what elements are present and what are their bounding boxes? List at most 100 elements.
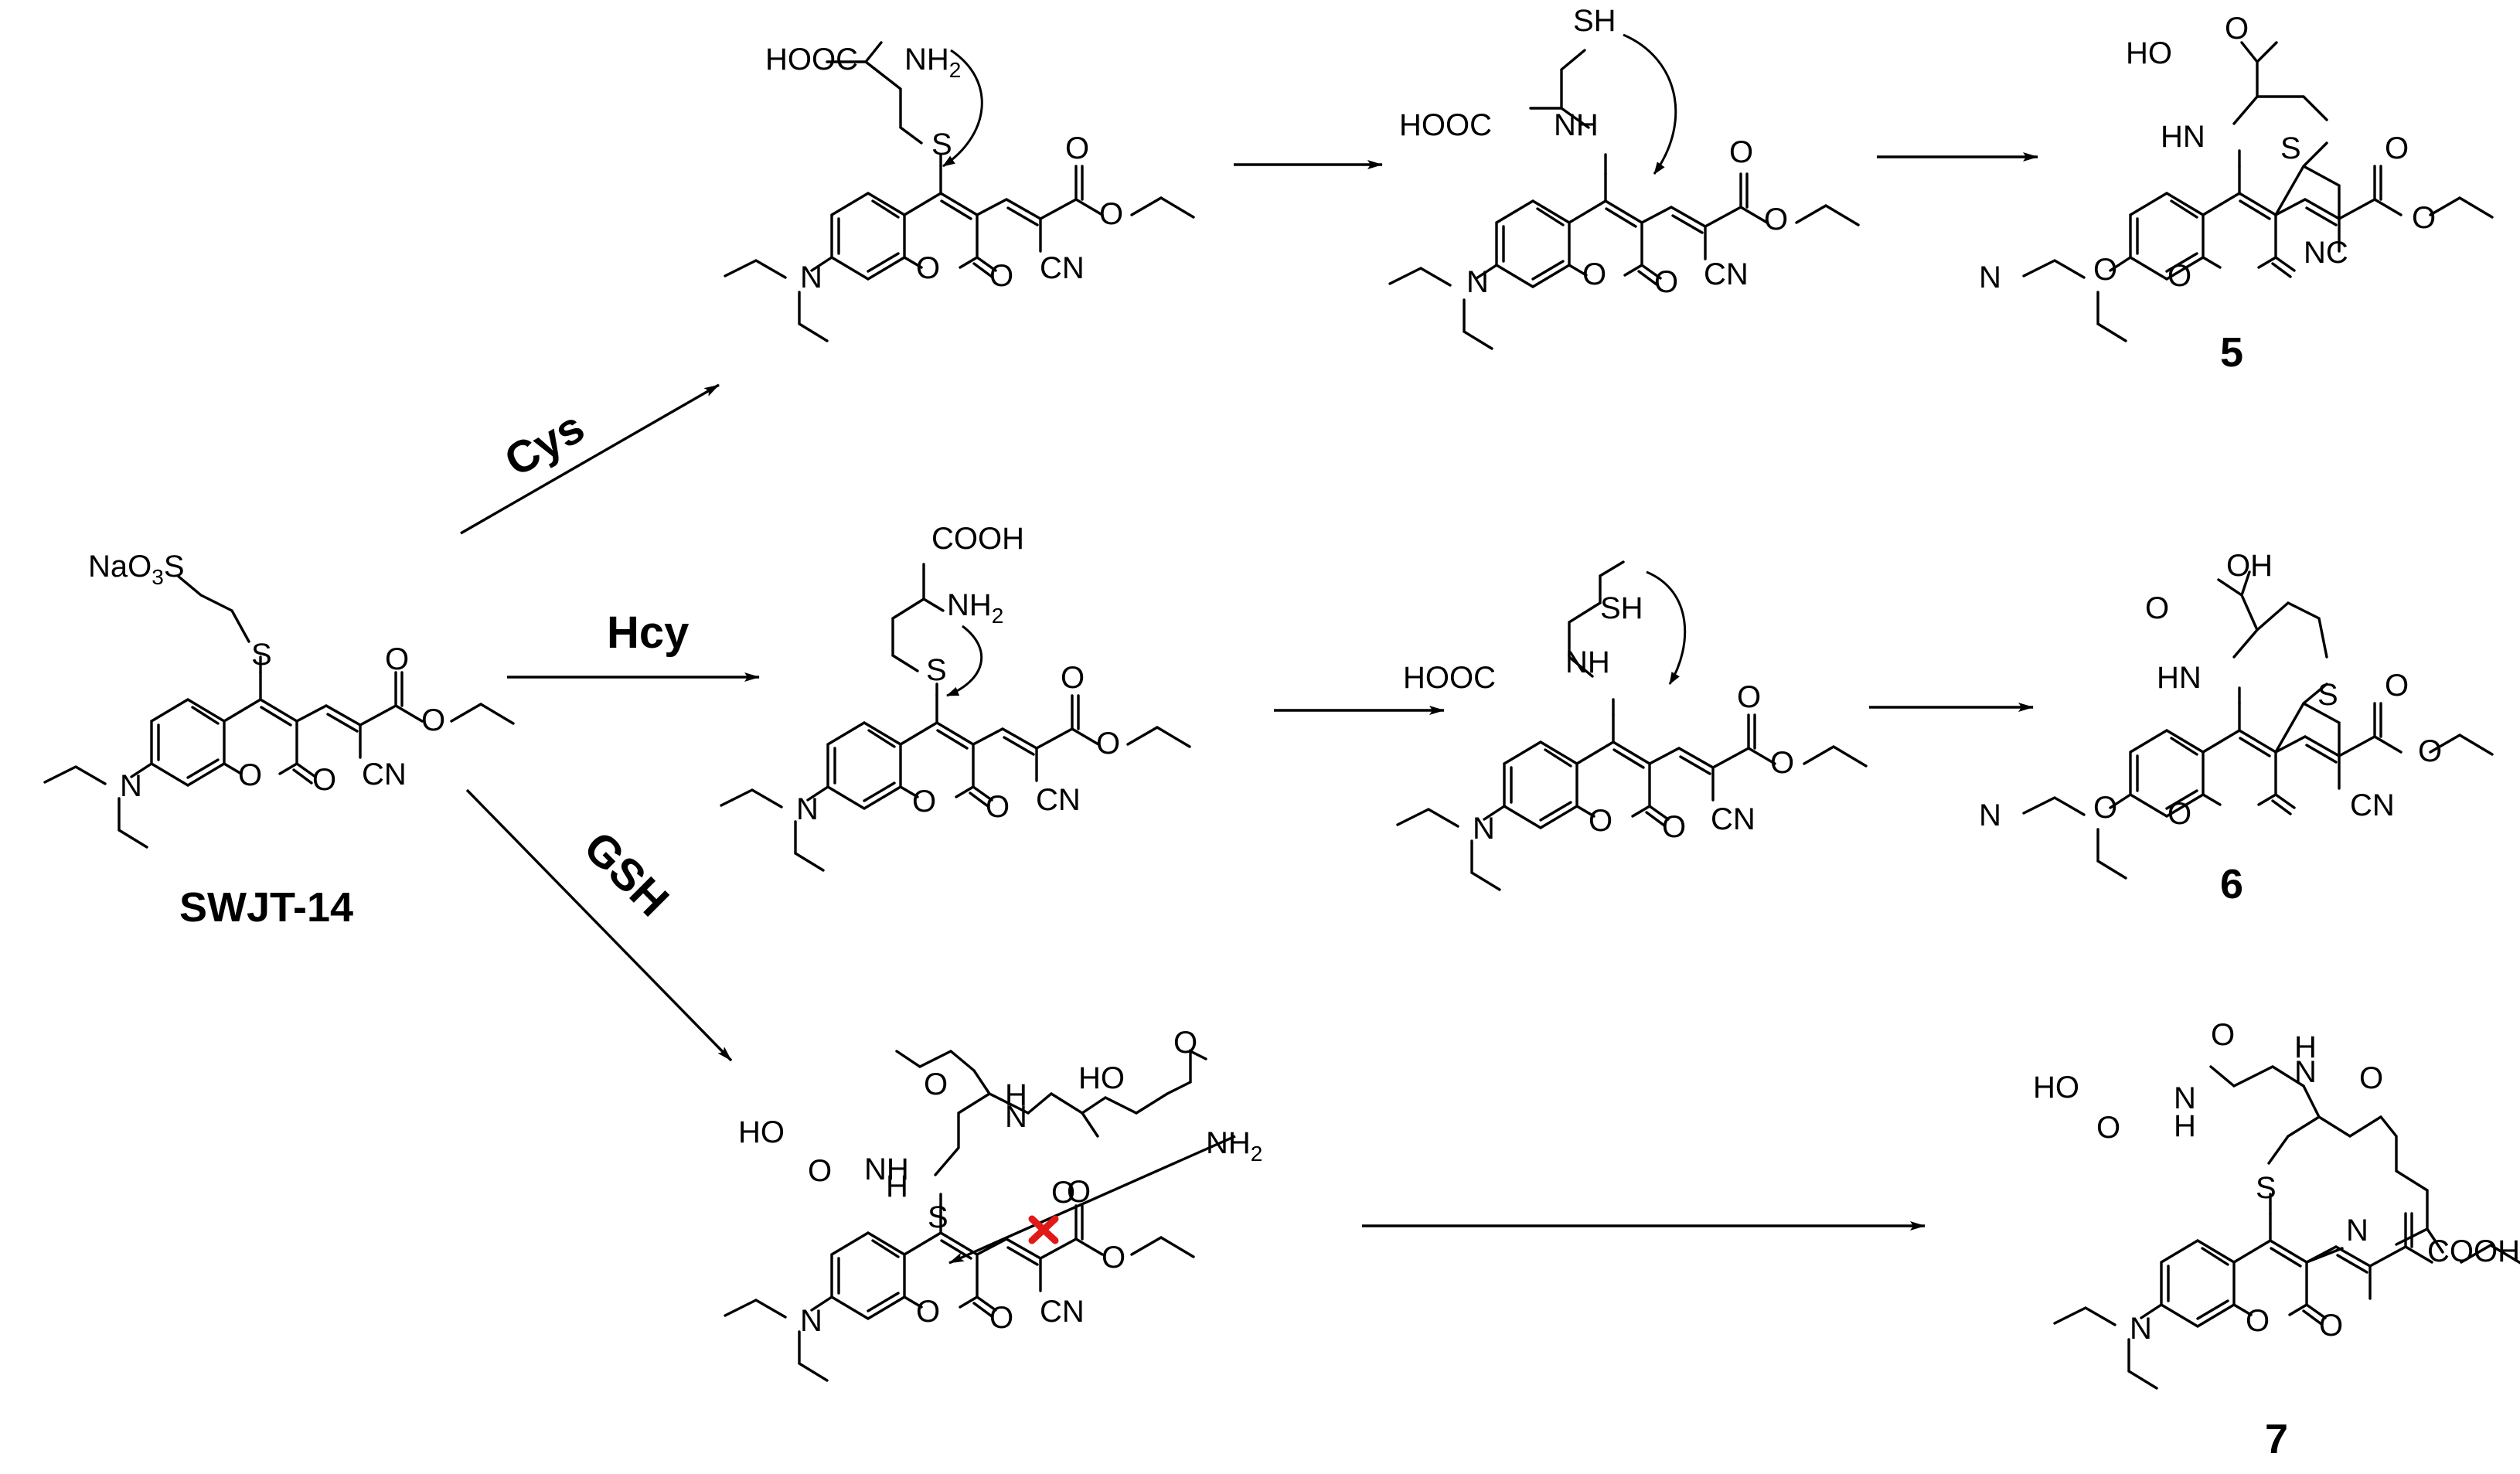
- atom-label: O: [916, 1295, 940, 1329]
- atom-label: O: [2225, 12, 2249, 46]
- atom-label: O: [2096, 1111, 2120, 1145]
- atom-label: O: [1099, 197, 1123, 231]
- atom-label: S: [926, 653, 947, 687]
- compound-label-probe: SWJT-14: [179, 884, 353, 931]
- probe-structure: [43, 574, 515, 849]
- atom-label: COOH: [931, 522, 1024, 556]
- gsh-adduct: [724, 1049, 1207, 1382]
- atom-label: N: [800, 260, 822, 294]
- atom-label: S: [2256, 1171, 2277, 1205]
- atom-label: O: [1729, 135, 1753, 169]
- atom-label: HO: [2126, 36, 2172, 70]
- atom-label: S: [2280, 131, 2301, 165]
- hcy-intermediate-2: [1396, 560, 1868, 891]
- atom-label: H: [1005, 1078, 1027, 1112]
- atom-label: O: [312, 763, 336, 797]
- atom-label: O: [2168, 259, 2191, 293]
- cys-intermediate-2: [1388, 33, 1860, 350]
- atom-label: HO: [2033, 1071, 2079, 1105]
- reagent-label-hcy: Hcy: [607, 608, 689, 658]
- atom-label: HO: [1078, 1061, 1125, 1095]
- cross-mark-icon: [1028, 1215, 1059, 1244]
- atom-label: HO: [738, 1115, 785, 1149]
- cys-pathway-arrow: [460, 383, 720, 535]
- cys-intermediate-1: [724, 41, 1195, 342]
- atom-label: O: [1102, 1241, 1125, 1275]
- atom-label: N: [800, 1304, 822, 1338]
- atom-label: HN: [2161, 120, 2205, 154]
- atom-label: O: [2211, 1018, 2235, 1052]
- atom-label: N: [1473, 812, 1495, 846]
- atom-label: N: [2346, 1214, 2368, 1248]
- atom-label: N: [2174, 1081, 2196, 1115]
- atom-label: O: [1582, 257, 1606, 291]
- atom-label: O: [2093, 253, 2117, 287]
- compound-label-7: 7: [2265, 1416, 2288, 1462]
- atom-label: O: [916, 251, 940, 285]
- atom-label: NaO3S: [88, 550, 185, 589]
- atom-label: O: [2145, 591, 2169, 625]
- atom-label: HN: [2157, 661, 2202, 695]
- atom-label: CN: [1040, 1295, 1085, 1329]
- cys-product-5: [2022, 41, 2494, 342]
- atom-label: O: [385, 642, 409, 676]
- atom-label: O: [1051, 1176, 1075, 1210]
- compound-label-6: 6: [2220, 861, 2243, 907]
- atom-label: O: [2418, 734, 2442, 768]
- atom-label: O: [1737, 680, 1761, 714]
- gsh-attempted-attack-arrow: [948, 1135, 1236, 1265]
- reagent-label-gsh: GSH: [574, 822, 679, 926]
- atom-label: O: [924, 1067, 948, 1101]
- atom-label: O: [238, 758, 262, 792]
- hcy-intermediate-1: [720, 563, 1191, 872]
- atom-label: NH: [1554, 108, 1599, 142]
- atom-label: H: [2174, 1109, 2196, 1143]
- atom-label: COOH: [2427, 1234, 2520, 1268]
- atom-label: NC: [2304, 236, 2348, 270]
- atom-label: CN: [362, 757, 407, 791]
- atom-label: O: [2385, 669, 2409, 703]
- atom-label: O: [421, 703, 445, 737]
- atom-label: O: [989, 1301, 1013, 1335]
- atom-label: O: [986, 790, 1010, 824]
- atom-label: N: [1979, 260, 2001, 294]
- atom-label: O: [1067, 1175, 1091, 1209]
- atom-label: SH: [1573, 4, 1616, 38]
- atom-label: N: [120, 769, 142, 803]
- atom-label: N: [2130, 1312, 2152, 1346]
- atom-label: O: [2168, 797, 2191, 831]
- atom-label: O: [1065, 131, 1089, 165]
- atom-label: N: [796, 792, 819, 826]
- compound-label-5: 5: [2220, 329, 2243, 376]
- gsh-product-7: [2053, 1065, 2520, 1390]
- atom-label: H: [2294, 1030, 2317, 1064]
- atom-label: NH: [864, 1152, 909, 1186]
- atom-label: CN: [1040, 251, 1085, 285]
- gsh-pathway-arrow: [465, 788, 733, 1062]
- atom-label: H: [886, 1169, 908, 1203]
- atom-label: O: [1096, 727, 1120, 761]
- atom-label: CN: [1704, 257, 1749, 291]
- atom-label: O: [912, 785, 936, 819]
- reagent-label-cys: Cys: [496, 402, 593, 486]
- atom-label: NH2: [947, 588, 1003, 628]
- atom-label: O: [808, 1154, 832, 1188]
- atom-label: NH2: [904, 43, 961, 82]
- atom-label: O: [989, 259, 1013, 293]
- atom-label: HOOC: [1399, 108, 1492, 142]
- atom-label: CN: [2350, 788, 2395, 822]
- atom-label: S: [931, 128, 952, 162]
- atom-label: N: [1466, 265, 1489, 299]
- atom-label: O: [2412, 201, 2436, 235]
- atom-label: N: [1005, 1100, 1027, 1134]
- atom-label: N: [1979, 798, 2001, 832]
- atom-label: SH: [1600, 591, 1643, 625]
- hcy-product-6: [2022, 570, 2494, 880]
- atom-label: O: [2359, 1061, 2383, 1095]
- atom-label: O: [1654, 265, 1678, 299]
- atom-label: N: [2294, 1055, 2317, 1089]
- atom-label: O: [1770, 746, 1794, 780]
- atom-label: CN: [1036, 783, 1081, 817]
- atom-label: O: [2246, 1304, 2270, 1338]
